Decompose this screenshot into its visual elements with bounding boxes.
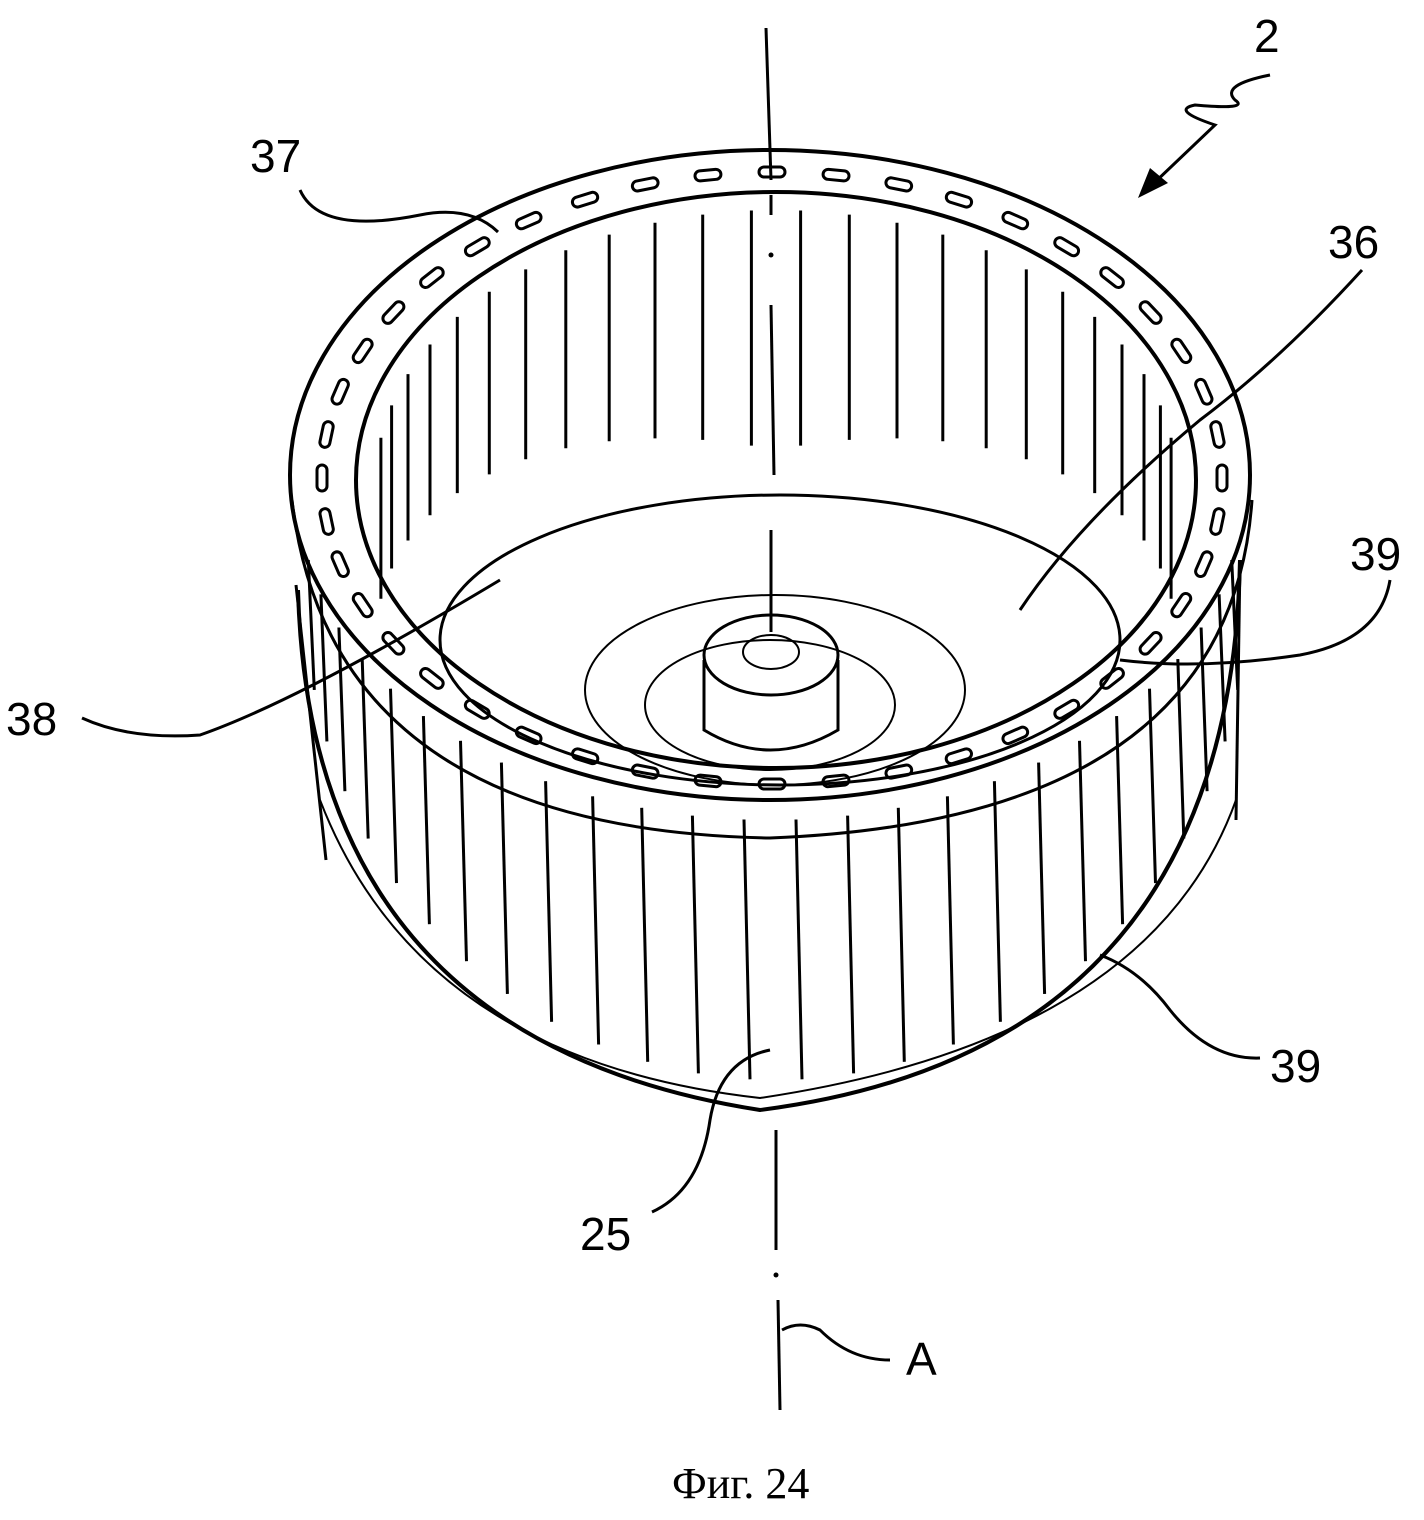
ring-slot xyxy=(1170,337,1193,365)
ring-slot xyxy=(351,591,374,619)
ring-lower-edge xyxy=(290,499,1254,840)
drum-right-edge xyxy=(1234,559,1242,821)
hub-collar xyxy=(644,639,896,771)
label-blade: 25 xyxy=(580,1208,631,1260)
leader-lines xyxy=(81,73,1392,1362)
top-ring-inner xyxy=(354,190,1198,770)
ring-slot xyxy=(570,190,600,209)
outer-blade xyxy=(499,762,509,994)
ring-slot xyxy=(693,167,723,183)
outer-blade xyxy=(992,781,1002,1022)
ring-slot xyxy=(1138,300,1163,325)
outer-blade xyxy=(1037,762,1047,994)
ring-slot xyxy=(1194,377,1214,406)
label-opening-bottom: 39 xyxy=(1270,1040,1321,1092)
inner-blades xyxy=(379,210,1173,599)
ring-slot xyxy=(1209,507,1226,536)
hub-bore xyxy=(742,634,800,670)
ring-slot xyxy=(1170,591,1193,619)
ring-slot xyxy=(315,463,329,493)
bottom-rim xyxy=(296,559,1242,1113)
ring-slot xyxy=(821,167,851,183)
outer-blade xyxy=(459,740,468,962)
ring-slot xyxy=(381,300,406,325)
ring-slot xyxy=(571,747,600,766)
label-impeller: 2 xyxy=(1254,10,1280,62)
ring-slot xyxy=(1001,725,1030,746)
figure-caption: Фиг. 24 xyxy=(672,1459,809,1508)
ring-slot xyxy=(514,210,543,231)
ring-slot xyxy=(318,507,335,536)
rotation-axis xyxy=(764,27,782,1411)
outer-blade xyxy=(896,807,906,1062)
ring-slot xyxy=(944,190,974,209)
outer-blade xyxy=(846,815,856,1074)
outer-blade xyxy=(794,819,804,1080)
ring-slot xyxy=(1209,420,1226,449)
ring-slot xyxy=(1001,210,1030,231)
outer-blade xyxy=(945,796,955,1045)
outer-blade xyxy=(1078,740,1087,962)
ring-slot xyxy=(463,236,491,258)
drum-left-edge xyxy=(294,584,328,861)
ring-slot xyxy=(944,747,973,766)
ring-slot xyxy=(330,377,350,406)
outer-blade xyxy=(1230,559,1240,690)
hub-boss xyxy=(702,660,840,752)
ring-slot xyxy=(630,176,660,193)
outer-blade xyxy=(1176,659,1186,839)
top-ring-outer xyxy=(288,148,1252,802)
label-outer-ring: 37 xyxy=(250,130,301,182)
outer-blade xyxy=(337,627,347,792)
ring-slot xyxy=(330,550,350,579)
ring-slot xyxy=(1053,698,1081,720)
outer-blade xyxy=(1115,716,1125,925)
label-hub-disk: 36 xyxy=(1328,216,1379,268)
outer-blade xyxy=(421,716,431,925)
outer-blade xyxy=(544,781,554,1022)
outer-blade xyxy=(690,815,700,1074)
ring-slot xyxy=(1194,550,1214,579)
ring-slot xyxy=(463,698,491,720)
label-opening-right: 39 xyxy=(1350,528,1401,580)
impeller-body xyxy=(288,148,1254,1113)
outer-blade xyxy=(1199,627,1209,792)
ring-slot xyxy=(419,266,445,290)
ring-slots xyxy=(315,165,1229,791)
ring-slot xyxy=(1138,631,1163,656)
ring-slot xyxy=(1099,266,1125,290)
hub-disk-inner xyxy=(584,594,966,786)
ring-slot xyxy=(1215,463,1229,493)
outer-blade xyxy=(360,659,370,839)
label-axis: A xyxy=(906,1333,937,1385)
outer-blade xyxy=(742,819,752,1080)
outer-blade xyxy=(1217,594,1227,742)
outer-blade xyxy=(591,796,601,1045)
ring-slot xyxy=(884,176,914,193)
ring-slot xyxy=(419,666,445,690)
ring-slot xyxy=(318,420,335,449)
ring-slot xyxy=(1053,236,1081,258)
outer-blade xyxy=(389,688,398,884)
label-opening-left: 38 xyxy=(6,693,57,745)
outer-blades xyxy=(306,559,1240,1080)
bottom-rim-inner xyxy=(319,799,1237,1100)
ring-slot xyxy=(351,337,374,365)
outer-blade xyxy=(640,807,650,1062)
